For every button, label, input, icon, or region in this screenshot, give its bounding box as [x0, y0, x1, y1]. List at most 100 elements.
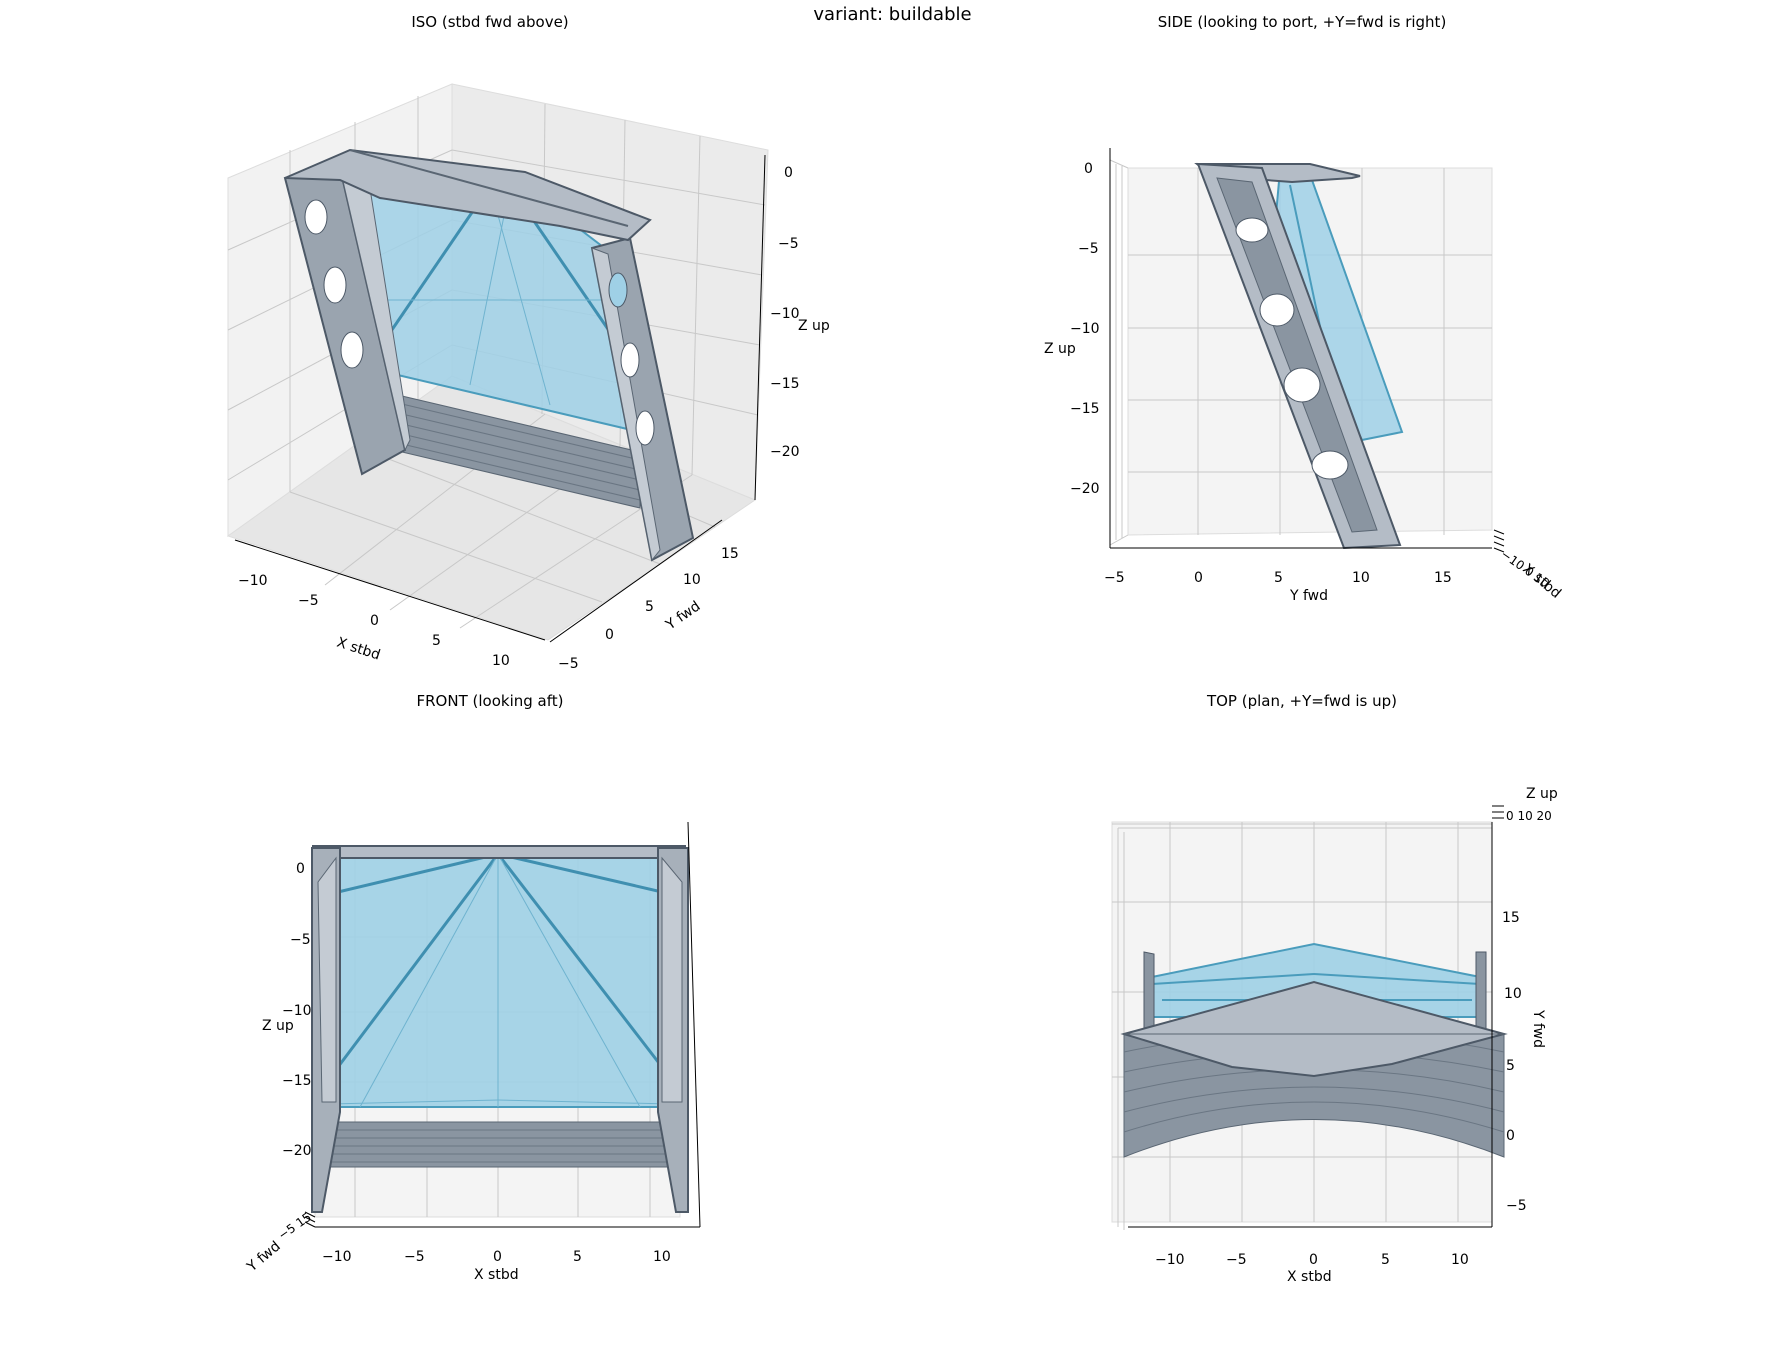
side-y-tick: 0	[1194, 570, 1203, 586]
iso-right-strut-hole	[608, 272, 628, 308]
iso-left-strut-hole	[340, 331, 364, 369]
top-y-tick: 10	[1504, 986, 1522, 1002]
top-x-tick: −5	[1226, 1252, 1247, 1268]
top-z-axis-squashed	[1492, 805, 1504, 819]
iso-y-axis	[549, 519, 723, 643]
side-strut-hole	[1283, 367, 1321, 403]
iso-title: ISO (stbd fwd above)	[411, 13, 569, 31]
top-x-tick: 0	[1309, 1252, 1318, 1268]
top-x-tick: 5	[1381, 1252, 1390, 1268]
iso-y-tick: 15	[721, 546, 739, 562]
figure-suptitle: variant: buildable	[813, 4, 972, 25]
iso-left-strut-hole	[323, 266, 347, 304]
side-strut-hole	[1259, 293, 1295, 327]
front-plot: −10 −5 0 5 10 X stbd 0 −5 −10 −15 −20 Z …	[244, 821, 701, 1283]
top-y-tick: 0	[1506, 1128, 1515, 1144]
iso-bottom-beam-ribs	[384, 399, 641, 501]
front-x-tick: 5	[573, 1249, 582, 1265]
iso-sail-seams	[385, 185, 615, 406]
iso-y-tick: 10	[683, 572, 701, 588]
iso-x-tick: 0	[370, 613, 379, 629]
iso-x-axis	[234, 539, 546, 641]
iso-plot: −10 −5 0 5 10 X stbd −5 0 5 10 15 Y fwd …	[226, 83, 830, 672]
front-y-axis-squashed	[304, 1211, 316, 1228]
iso-x-tick: 10	[492, 653, 510, 669]
iso-right-strut-hole	[620, 342, 640, 378]
front-z-tick: −10	[282, 1003, 312, 1019]
iso-top-boom-ridge	[349, 149, 629, 227]
side-z-tick: −10	[1070, 321, 1100, 337]
side-z-tick: −20	[1070, 481, 1100, 497]
side-strut-inner	[1216, 177, 1378, 533]
iso-y-label: Y fwd	[662, 598, 703, 633]
top-panel: TOP (plan, +Y=fwd is up)	[892, 682, 1785, 1365]
side-plot: −5 0 5 10 15 Y fwd 0 −5 −10 −15 −20 Z up…	[1044, 148, 1564, 604]
iso-y-tick: −5	[558, 656, 579, 672]
iso-right-strut-face	[591, 247, 661, 562]
top-y-tick: 5	[1506, 1058, 1515, 1074]
front-sail-battens	[336, 852, 664, 1068]
side-panel: SIDE (looking to port, +Y=fwd is right) …	[892, 0, 1785, 682]
front-x-tick: 0	[493, 1249, 502, 1265]
front-right-strut-face	[661, 856, 683, 1103]
top-right-strut	[1475, 951, 1487, 1033]
iso-x-tick: −10	[238, 573, 268, 589]
side-strut-hole	[1311, 450, 1349, 480]
top-x-label: X stbd	[1287, 1269, 1332, 1285]
side-y-label: Y fwd	[1289, 588, 1328, 604]
top-plot: −10 −5 0 5 10 X stbd 15 10 5 0 −5 Y fwd …	[1111, 786, 1558, 1285]
front-top-boom	[312, 845, 686, 859]
iso-x-label: X stbd	[335, 635, 382, 664]
iso-x-tick: −5	[298, 593, 319, 609]
front-z-axis	[687, 821, 701, 1228]
top-z-ticks-squashed: 0 10 20	[1506, 809, 1552, 823]
iso-x-tick: 5	[432, 633, 441, 649]
iso-panel: ISO (stbd fwd above)	[0, 0, 892, 682]
top-y-label: Y fwd	[1530, 1009, 1546, 1048]
iso-z-label: Z up	[798, 318, 830, 334]
iso-left-strut-hole	[304, 199, 328, 235]
iso-z-axis	[754, 154, 766, 501]
top-x-tick: −10	[1155, 1252, 1185, 1268]
front-x-tick: −5	[404, 1249, 425, 1265]
top-z-label: Z up	[1526, 786, 1558, 802]
front-x-label: X stbd	[474, 1267, 519, 1283]
iso-y-tick: 5	[645, 599, 654, 615]
side-y-tick: 5	[1274, 570, 1283, 586]
iso-z-tick: −15	[770, 376, 800, 392]
front-panel: FRONT (looking aft)	[0, 682, 892, 1365]
side-x-axis-squashed	[1493, 529, 1505, 553]
iso-top-boom	[284, 148, 652, 242]
side-title: SIDE (looking to port, +Y=fwd is right)	[1157, 13, 1447, 31]
front-z-tick: −5	[290, 932, 311, 948]
iso-z-tick: −10	[770, 306, 800, 322]
front-bottom-beam-ribs	[320, 1129, 675, 1163]
front-title: FRONT (looking aft)	[416, 692, 564, 710]
front-bottom-beam	[319, 1121, 676, 1168]
side-z-tick: −15	[1070, 401, 1100, 417]
side-z-label: Z up	[1044, 341, 1076, 357]
iso-z-tick: 0	[784, 165, 793, 181]
top-x-tick: 10	[1451, 1252, 1469, 1268]
top-boom-surface	[1120, 980, 1508, 1078]
front-x-tick: 10	[653, 1249, 671, 1265]
front-left-strut-face	[317, 856, 337, 1103]
front-z-tick: −20	[282, 1143, 312, 1159]
front-x-tick: −10	[322, 1249, 352, 1265]
front-y-label: Y fwd	[244, 1238, 284, 1275]
front-sail-seams	[329, 853, 671, 1108]
side-y-tick: −5	[1104, 570, 1125, 586]
top-left-strut	[1143, 951, 1155, 1033]
top-y-tick: −5	[1506, 1198, 1527, 1214]
front-z-tick: 0	[296, 861, 305, 877]
iso-z-tick: −20	[770, 444, 800, 460]
side-z-tick: 0	[1084, 161, 1093, 177]
side-z-tick: −5	[1078, 241, 1099, 257]
front-z-tick: −15	[282, 1073, 312, 1089]
side-x-label: X stbd	[1519, 561, 1563, 602]
iso-y-tick: 0	[605, 627, 614, 643]
top-title: TOP (plan, +Y=fwd is up)	[1206, 692, 1398, 710]
side-y-tick: 10	[1352, 570, 1370, 586]
side-y-tick: 15	[1434, 570, 1452, 586]
iso-right-strut-hole	[635, 410, 655, 446]
